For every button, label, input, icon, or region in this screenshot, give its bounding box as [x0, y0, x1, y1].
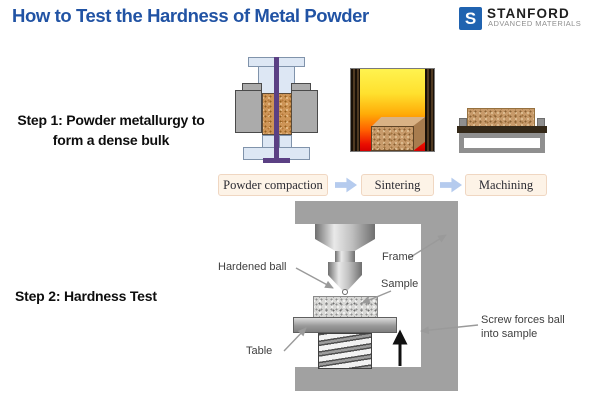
stage-box-sintering: Sintering — [361, 174, 434, 196]
stage-label: Powder compaction — [223, 178, 323, 192]
brick-top-face — [371, 117, 425, 127]
furnace-wall-left — [351, 69, 360, 151]
logo-name: STANFORD — [487, 6, 570, 21]
block-arrow-right-icon — [335, 177, 357, 193]
screw-thread — [318, 333, 372, 369]
step1-label-line1: Step 1: Powder metallurgy to — [17, 112, 205, 128]
annotation-sample: Sample — [381, 278, 419, 290]
indenter-cylinder-lower — [328, 262, 362, 275]
annotation-hardened-ball: Hardened ball — [218, 261, 287, 273]
sintered-brick — [369, 117, 427, 151]
bench-frame — [459, 133, 545, 153]
tester-frame-base — [295, 367, 458, 391]
die-block-right — [291, 90, 318, 133]
brick-front-face — [371, 126, 414, 151]
step1-label-line2: form a dense bulk — [52, 132, 170, 149]
machining-figure — [455, 95, 550, 157]
stage-box-machining: Machining — [465, 174, 547, 196]
tester-frame-column — [421, 201, 458, 391]
block-arrow-right-icon — [440, 177, 462, 193]
hardness-tester-figure — [290, 198, 470, 394]
brick-right-face — [413, 117, 425, 151]
sintering-furnace-figure — [350, 68, 435, 152]
indenter-taper-upper — [315, 239, 375, 251]
ejector-rod-foot — [263, 158, 290, 163]
stanford-logo-icon: S — [459, 7, 482, 30]
hardened-ball — [342, 289, 348, 295]
stage-label: Sintering — [374, 178, 421, 192]
annotation-frame: Frame — [382, 251, 414, 263]
ejector-rod — [274, 57, 279, 158]
step1-label: Step 1: Powder metallurgy to form a dens… — [8, 110, 214, 151]
stage-label: Machining — [478, 178, 534, 192]
machined-block — [467, 108, 535, 127]
indenter-cylinder-upper — [315, 224, 375, 239]
die-block-left — [235, 90, 262, 133]
annotation-screw-note: Screw forces ball into sample — [481, 314, 565, 340]
sample-block — [313, 296, 378, 318]
logo-subtitle: ADVANCED MATERIALS — [488, 19, 582, 28]
page-title: How to Test the Hardness of Metal Powder — [12, 5, 369, 26]
furnace-wall-right — [425, 69, 434, 151]
annotation-table: Table — [246, 345, 273, 357]
stage-box-powder-compaction: Powder compaction — [218, 174, 328, 196]
tester-frame-top — [295, 201, 458, 224]
logo-letter: S — [464, 9, 477, 28]
bench-platform — [457, 126, 547, 133]
indenter-shaft — [335, 251, 355, 262]
powder-compaction-figure — [228, 57, 318, 165]
table-slab — [293, 317, 397, 333]
step2-label: Step 2: Hardness Test — [15, 288, 157, 304]
